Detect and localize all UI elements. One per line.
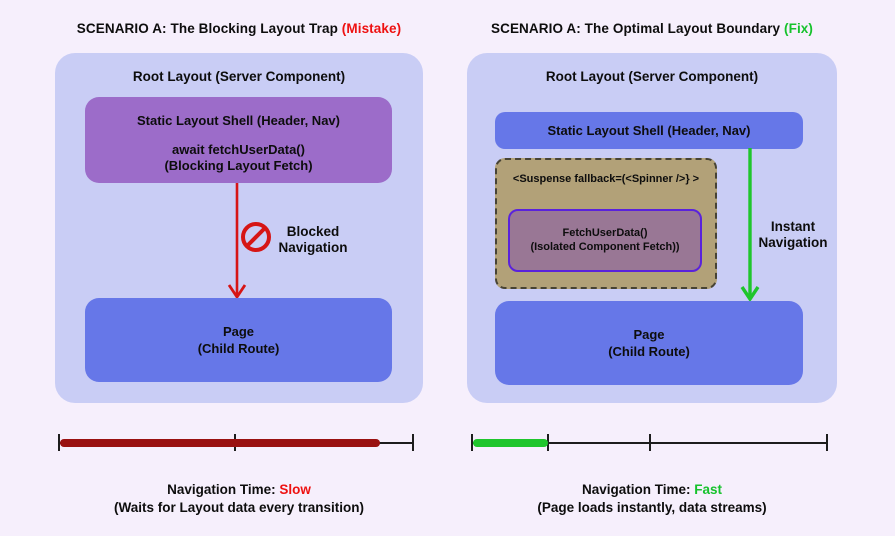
left-scenario-title-text: SCENARIO A: The Blocking Layout Trap [76, 21, 342, 36]
timeline-tick [547, 434, 549, 451]
timeline-tick [471, 434, 473, 451]
suspense-boundary-box: <Suspense fallback=(<Spinner />} > Fetch… [495, 158, 717, 289]
left-root-layout-panel: Root Layout (Server Component) Static La… [55, 53, 423, 403]
left-scenario-title: SCENARIO A: The Blocking Layout Trap (Mi… [55, 21, 423, 36]
timeline-tick [58, 434, 60, 451]
right-child-route-label: (Child Route) [608, 344, 690, 359]
timeline-tick [412, 434, 414, 451]
right-navigation-time-caption: Navigation Time: Fast (Page loads instan… [467, 481, 837, 516]
left-root-layout-label: Root Layout (Server Component) [132, 69, 346, 84]
right-caption-line1: Navigation Time: Fast [467, 481, 837, 499]
isolated-fetch-box: FetchUserData() (Isolated Component Fetc… [508, 209, 702, 272]
no-entry-icon [241, 222, 271, 252]
right-caption-detail: (Page loads instantly, data streams) [537, 499, 767, 515]
left-navigation-time-caption: Navigation Time: Slow (Waits for Layout … [55, 481, 423, 516]
blocked-label-line1: Blocked [286, 224, 340, 239]
suspense-fallback-label: <Suspense fallback=(<Spinner />} > [512, 173, 700, 185]
right-scenario-title: SCENARIO A: The Optimal Layout Boundary … [467, 21, 837, 36]
right-caption-prefix: Navigation Time: [581, 482, 695, 497]
right-page-box: Page (Child Route) [495, 301, 803, 385]
left-child-route-label: (Child Route) [197, 341, 280, 356]
blocking-fetch-label: (Blocking Layout Fetch) [164, 158, 313, 173]
left-caption-line1: Navigation Time: Slow [55, 481, 423, 499]
spacer [85, 129, 392, 142]
left-caption-detail: (Waits for Layout data every transition) [113, 499, 365, 515]
instant-navigation-label: Instant Navigation [733, 219, 853, 251]
right-scenario-title-text: SCENARIO A: The Optimal Layout Boundary [490, 21, 785, 36]
isolated-fetch-label: (Isolated Component Fetch)) [530, 240, 680, 253]
left-page-label: Page [222, 324, 255, 339]
static-layout-shell-box: Static Layout Shell (Header, Nav) [495, 112, 803, 149]
right-shell-label: Static Layout Shell (Header, Nav) [547, 123, 751, 138]
await-fetch-label: await fetchUserData() [172, 142, 305, 157]
timeline-tick [649, 434, 651, 451]
instant-label-line2: Navigation [758, 235, 828, 250]
left-scenario-title-tag: (Mistake) [341, 21, 402, 36]
fetch-user-data-label: FetchUserData() [562, 227, 648, 239]
left-navigation-timeline [58, 434, 415, 452]
instant-navigation-arrow [740, 148, 760, 303]
right-navigation-timeline [471, 434, 829, 452]
left-caption-prefix: Navigation Time: [167, 482, 280, 497]
blocking-layout-shell-box: Static Layout Shell (Header, Nav) await … [85, 97, 392, 183]
right-page-label: Page [633, 327, 665, 342]
right-scenario-title-tag: (Fix) [784, 21, 814, 36]
timeline-tick [826, 434, 828, 451]
left-caption-status: Slow [279, 482, 311, 497]
right-caption-status: Fast [694, 482, 723, 497]
instant-label-line1: Instant [770, 219, 816, 234]
right-root-layout-label: Root Layout (Server Component) [545, 69, 759, 84]
fast-duration-bar [473, 439, 548, 447]
blocked-label-line2: Navigation [278, 240, 348, 255]
right-root-layout-panel: Root Layout (Server Component) Static La… [467, 53, 837, 403]
slow-duration-bar [60, 439, 380, 447]
blocked-navigation-arrow [227, 183, 247, 300]
blocked-navigation-label: Blocked Navigation [253, 224, 373, 256]
left-shell-label: Static Layout Shell (Header, Nav) [136, 113, 340, 128]
left-page-box: Page (Child Route) [85, 298, 392, 382]
